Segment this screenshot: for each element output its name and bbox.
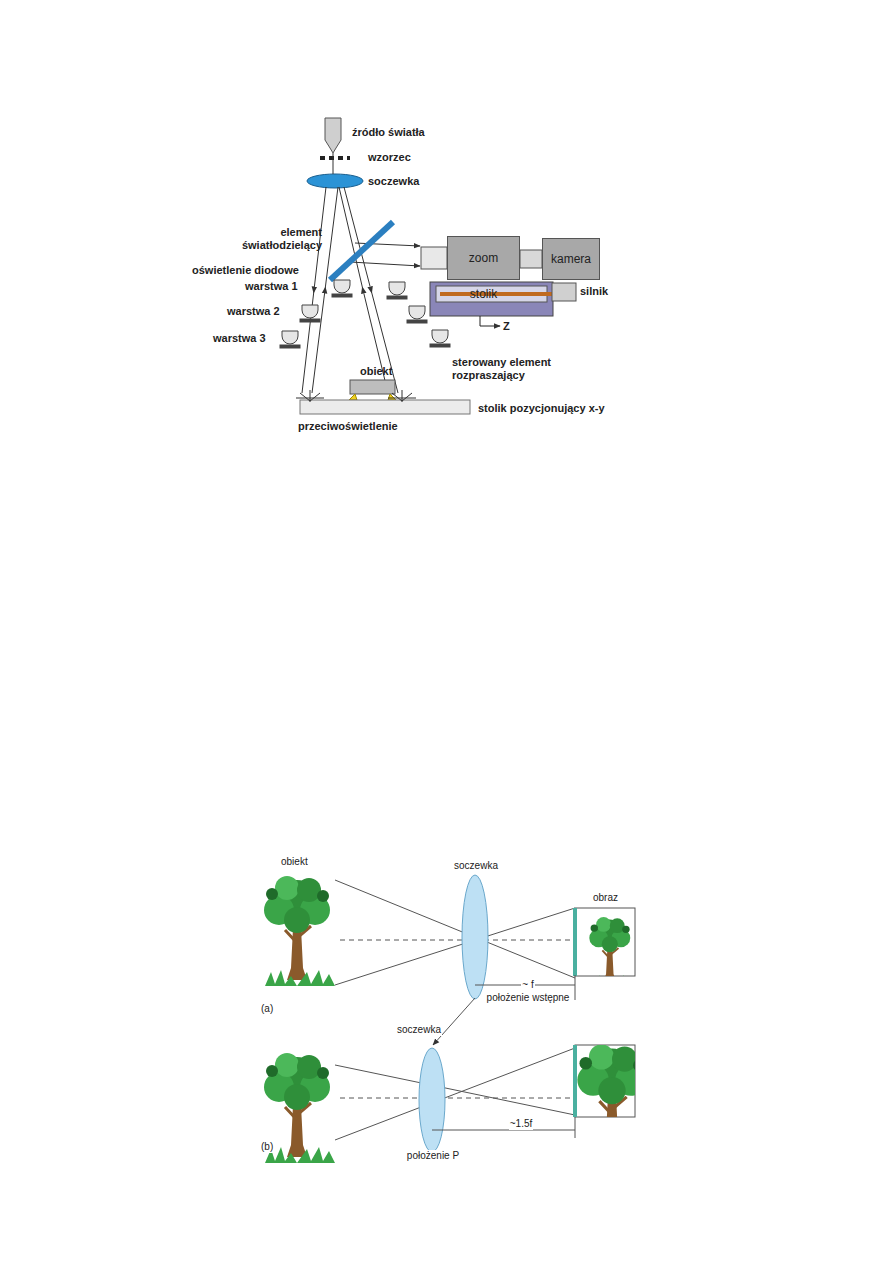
- part-label: warstwa 2: [227, 305, 280, 318]
- part-label: przeciwoświetlenie: [298, 420, 398, 433]
- part-label: warstwa 1: [245, 280, 298, 293]
- part-label: ~ f: [521, 979, 534, 991]
- part-label: ~1.5f: [509, 1118, 534, 1130]
- part-label: obraz: [592, 892, 619, 904]
- part-label: położenie P: [406, 1150, 460, 1162]
- part-label: obiekt: [360, 365, 392, 378]
- part-label: sterowany element rozpraszający: [452, 356, 582, 381]
- device-label: stolik: [470, 287, 497, 301]
- part-label: wzorzec: [368, 151, 411, 164]
- device-label: zoom: [469, 251, 498, 265]
- part-label: obiekt: [280, 856, 309, 868]
- part-label: położenie wstępne: [486, 992, 571, 1004]
- device-box: kamera: [542, 238, 600, 280]
- part-label: element światłodzielący: [230, 226, 322, 251]
- part-label: Z: [503, 320, 510, 333]
- part-label: oświetlenie diodowe: [192, 264, 299, 277]
- part-label: (a): [260, 1003, 274, 1015]
- part-label: źródło światła: [352, 126, 425, 139]
- device-box: zoom: [447, 236, 520, 280]
- device-box: stolik: [447, 286, 520, 302]
- part-label: soczewka: [396, 1024, 442, 1036]
- part-label: (b): [260, 1141, 274, 1153]
- part-label: soczewka: [368, 175, 419, 188]
- part-label: warstwa 3: [213, 332, 266, 345]
- part-label: soczewka: [453, 860, 499, 872]
- part-label: silnik: [580, 285, 608, 298]
- device-label: kamera: [551, 252, 591, 266]
- part-label: stolik pozycjonujący x-y: [478, 402, 605, 415]
